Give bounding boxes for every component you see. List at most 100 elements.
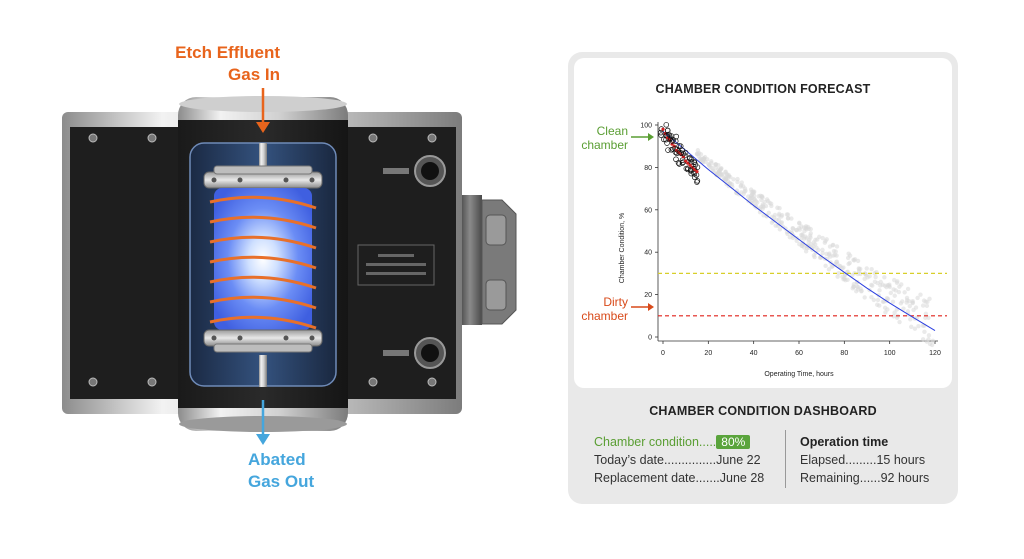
forecast-cloud-point	[877, 288, 882, 293]
forecast-cloud-point	[911, 307, 916, 313]
forecast-cloud-point	[817, 234, 822, 240]
forecast-cloud-point	[794, 238, 799, 244]
forecast-cloud-point	[905, 286, 911, 292]
forecast-cloud-point	[893, 288, 898, 293]
forecast-cloud-point	[920, 303, 926, 308]
condition-label: Chamber condition.....	[594, 435, 717, 449]
forecast-cloud-point	[894, 280, 900, 285]
fit-point	[661, 127, 665, 131]
forecast-cloud-point	[709, 159, 714, 164]
forecast-cloud-point	[856, 266, 861, 271]
clean-label-line2: chamber	[581, 138, 628, 152]
measured-point	[673, 133, 679, 140]
forecast-cloud-point	[701, 155, 706, 161]
forecast-cloud-point	[772, 212, 778, 218]
forecast-cloud-point	[872, 271, 877, 276]
forecast-cloud-point	[808, 231, 813, 236]
forecast-cloud-point	[735, 179, 740, 185]
gas-in-label-line1: Etch Effluent	[175, 43, 280, 62]
arrow-down-icon	[256, 88, 270, 133]
forecast-cloud-point	[719, 166, 724, 171]
forecast-cloud-point	[909, 324, 914, 329]
forecast-cloud-point	[875, 297, 881, 303]
y-tick-label: 100	[640, 123, 652, 130]
elapsed-row: Elapsed.........15 hours	[800, 453, 925, 467]
forecast-cloud-point	[835, 274, 840, 279]
measured-point	[694, 178, 701, 184]
forecast-cloud-point	[926, 315, 931, 321]
measured-point	[679, 160, 686, 166]
forecast-cloud-point	[785, 216, 791, 221]
forecast-cloud-point	[731, 177, 736, 182]
measured-point	[665, 147, 671, 153]
forecast-cloud-point	[892, 310, 897, 315]
forecast-cloud-point	[923, 311, 929, 316]
y-tick-label: 40	[644, 250, 652, 257]
forecast-cloud-point	[850, 272, 855, 278]
replacement-value: June 28	[719, 471, 765, 485]
measured-points	[658, 122, 701, 185]
forecast-cloud-point	[892, 277, 897, 283]
forecast-cloud-point	[816, 247, 821, 253]
forecast-cloud-point	[870, 283, 875, 288]
elapsed-value: 15 hours	[876, 453, 926, 467]
forecast-cloud-point	[867, 273, 872, 279]
forecast-cloud-point	[759, 194, 765, 199]
forecast-cloud-point	[864, 266, 869, 271]
top-flange	[203, 165, 323, 189]
rf-coil	[209, 195, 317, 330]
elapsed-label: Elapsed.........	[800, 453, 877, 467]
forecast-cloud-point	[897, 319, 902, 325]
forecast-cloud-point	[888, 290, 894, 296]
fit-point	[684, 159, 688, 163]
forecast-cloud-point	[743, 188, 748, 193]
forecast-cloud-point	[824, 251, 829, 257]
nameplate	[357, 244, 435, 286]
forecast-cloud-point	[854, 289, 859, 294]
connector-port-icon	[383, 155, 446, 369]
measured-point	[663, 122, 670, 128]
forecast-cloud	[694, 148, 936, 348]
forecast-cloud-point	[774, 217, 779, 222]
forecast-cloud-point	[892, 293, 897, 298]
forecast-cloud-point	[918, 292, 923, 297]
forecast-cloud-point	[811, 244, 816, 249]
forecast-cloud-point	[869, 294, 874, 300]
forecast-cloud-point	[727, 181, 732, 186]
forecast-cloud-point	[824, 237, 829, 242]
condition-badge: 80%	[716, 435, 751, 449]
arrow-down-out-icon	[256, 400, 270, 445]
forecast-line	[662, 131, 936, 332]
forecast-cloud-point	[882, 275, 887, 280]
forecast-cloud-point	[789, 230, 794, 236]
forecast-cloud-point	[847, 253, 853, 258]
left-housing	[70, 127, 178, 399]
y-axis-label: Chamber Condition, %	[619, 213, 626, 283]
forecast-cloud-point	[916, 323, 921, 329]
forecast-cloud-point	[760, 203, 765, 209]
forecast-cloud-point	[862, 295, 867, 300]
dirty-label-line2: chamber	[581, 309, 628, 323]
forecast-cloud-point	[898, 301, 904, 306]
forecast-cloud-point	[841, 265, 846, 270]
x-tick-label: 60	[795, 350, 803, 357]
measured-point	[678, 150, 684, 156]
forecast-cloud-point	[859, 289, 864, 294]
forecast-cloud-point	[779, 220, 785, 225]
remaining-label: Remaining......	[800, 471, 881, 485]
x-tick-label: 0	[661, 350, 665, 357]
forecast-cloud-point	[695, 148, 701, 153]
forecast-cloud-point	[768, 201, 774, 206]
forecast-cloud-point	[890, 299, 896, 305]
dashboard-title: CHAMBER CONDITION DASHBOARD	[649, 404, 877, 418]
forecast-cloud-point	[873, 274, 878, 280]
forecast-cloud-point	[739, 180, 745, 185]
forecast-cloud-point	[797, 220, 802, 226]
x-tick-label: 100	[884, 350, 896, 357]
measured-point	[680, 150, 687, 157]
chart-title: CHAMBER CONDITION FORECAST	[655, 82, 871, 96]
forecast-cloud-point	[717, 172, 723, 177]
clean-arrowhead-icon	[648, 133, 654, 141]
forecast-cloud-point	[800, 232, 805, 237]
forecast-cloud-point	[794, 227, 799, 233]
